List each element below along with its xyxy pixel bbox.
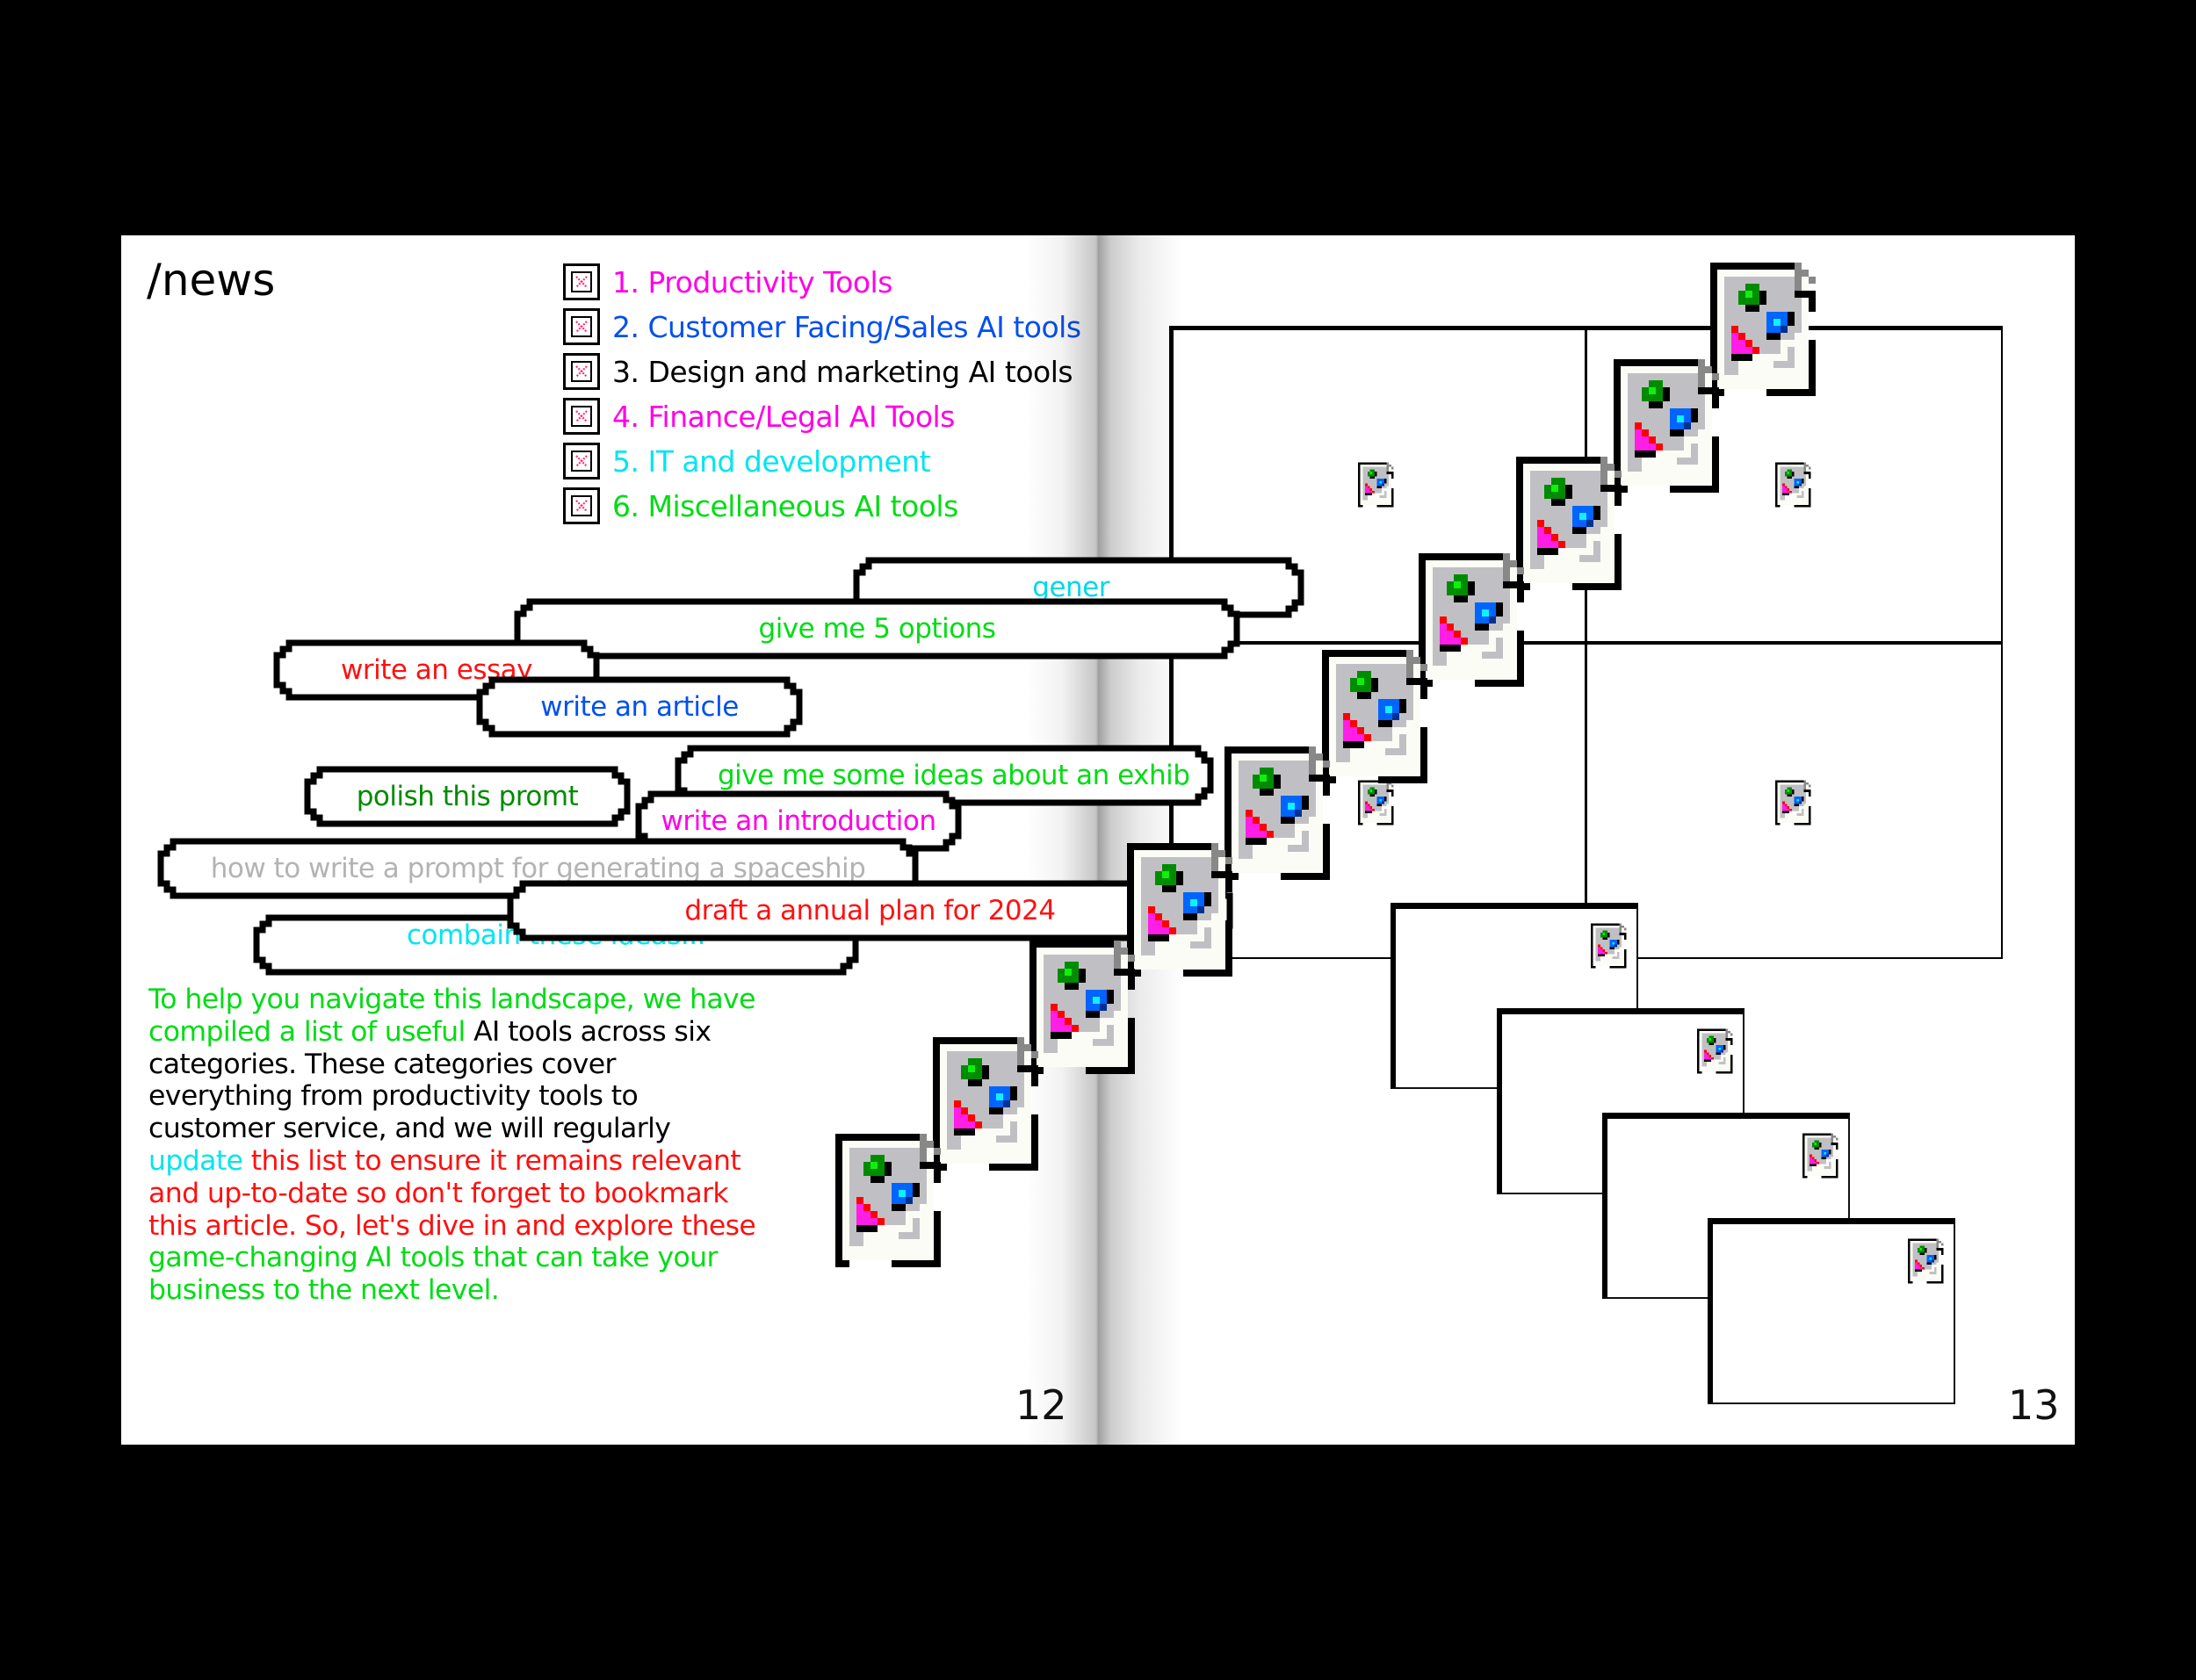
- category-label: 4. Finance/Legal AI Tools: [612, 399, 955, 434]
- category-label: 1. Productivity Tools: [612, 264, 892, 299]
- broken-checkbox-icon: [563, 308, 600, 345]
- pill-outline: [514, 598, 1240, 660]
- category-item[interactable]: 2. Customer Facing/Sales AI tools: [563, 306, 1081, 347]
- prompt-text: give me 5 options: [758, 613, 996, 645]
- body-segment: this list to ensure it remains relevant …: [148, 1144, 756, 1242]
- broken-checkbox-icon: [563, 443, 600, 479]
- prompt-pill[interactable]: write an essay: [271, 639, 603, 701]
- category-item[interactable]: 6. Miscellaneous AI tools: [563, 486, 958, 526]
- category-item[interactable]: 3. Design and marketing AI tools: [563, 351, 1073, 392]
- section-title: /news: [147, 255, 276, 306]
- stacked-window[interactable]: [1708, 1218, 1955, 1404]
- prompt-pill[interactable]: polish this promt: [301, 766, 633, 827]
- prompt-text: draft a annual plan for 2024: [684, 895, 1056, 927]
- prompt-text: write an article: [540, 691, 739, 723]
- broken-image-icon: [1775, 462, 1816, 508]
- pill-outline: [476, 676, 803, 738]
- body-segment: To help you navigate this landscape, we …: [148, 984, 755, 1048]
- prompt-pill[interactable]: give me 5 options: [511, 598, 1243, 660]
- category-label: 6. Miscellaneous AI tools: [612, 488, 958, 523]
- prompt-text: give me some ideas about an exhib: [718, 760, 1190, 791]
- category-item[interactable]: 5. IT and development: [563, 441, 931, 481]
- intro-paragraph: To help you navigate this landscape, we …: [148, 984, 763, 1307]
- category-item[interactable]: 4. Finance/Legal AI Tools: [563, 396, 955, 436]
- page-number-left: 12: [1015, 1381, 1067, 1429]
- broken-checkbox-icon: [563, 353, 600, 390]
- magazine-spread: /news 1. Productivity Tools 2. Customer …: [121, 235, 2075, 1445]
- category-label: 2. Customer Facing/Sales AI tools: [612, 309, 1081, 344]
- broken-image-icon: [1775, 780, 1816, 826]
- grid-divider-horizontal: [1169, 641, 2003, 645]
- broken-image-icon: [1591, 923, 1631, 969]
- pill-outline: [304, 766, 631, 827]
- broken-checkbox-icon: [563, 263, 600, 300]
- pill-outline: [635, 790, 962, 852]
- prompt-text: write an introduction: [661, 805, 937, 837]
- prompt-pill[interactable]: write an introduction: [632, 790, 964, 852]
- prompt-text: how to write a prompt for generating a s…: [210, 853, 866, 884]
- broken-image-icon: [1358, 462, 1398, 508]
- broken-image-icon: [1802, 1133, 1843, 1179]
- body-segment: AI tools across six categories. These ca…: [148, 1015, 712, 1145]
- category-label: 5. IT and development: [612, 443, 931, 479]
- broken-image-icon: [1358, 780, 1398, 826]
- broken-checkbox-icon: [563, 398, 600, 435]
- prompt-pill[interactable]: give me some ideas about an exhib: [672, 745, 1217, 806]
- left-page: /news 1. Productivity Tools 2. Customer …: [121, 235, 1304, 1445]
- broken-checkbox-icon: [563, 487, 600, 524]
- prompt-text: polish this promt: [356, 781, 579, 812]
- broken-image-icon: [1697, 1028, 1737, 1074]
- category-item[interactable]: 1. Productivity Tools: [563, 262, 892, 302]
- prompt-pill[interactable]: write an article: [473, 676, 805, 738]
- broken-image-icon: [1908, 1238, 1948, 1284]
- category-label: 3. Design and marketing AI tools: [612, 354, 1073, 389]
- prompt-text: gener: [1032, 572, 1109, 603]
- page-number-right: 13: [2008, 1381, 2060, 1429]
- update-link[interactable]: update: [148, 1144, 243, 1177]
- broken-image-icon: [835, 1133, 955, 1268]
- prompt-pill[interactable]: draft a annual plan for 2024: [504, 880, 1236, 941]
- pill-outline: [675, 745, 1214, 806]
- body-segment: game-changing AI tools that can take you…: [148, 1242, 719, 1307]
